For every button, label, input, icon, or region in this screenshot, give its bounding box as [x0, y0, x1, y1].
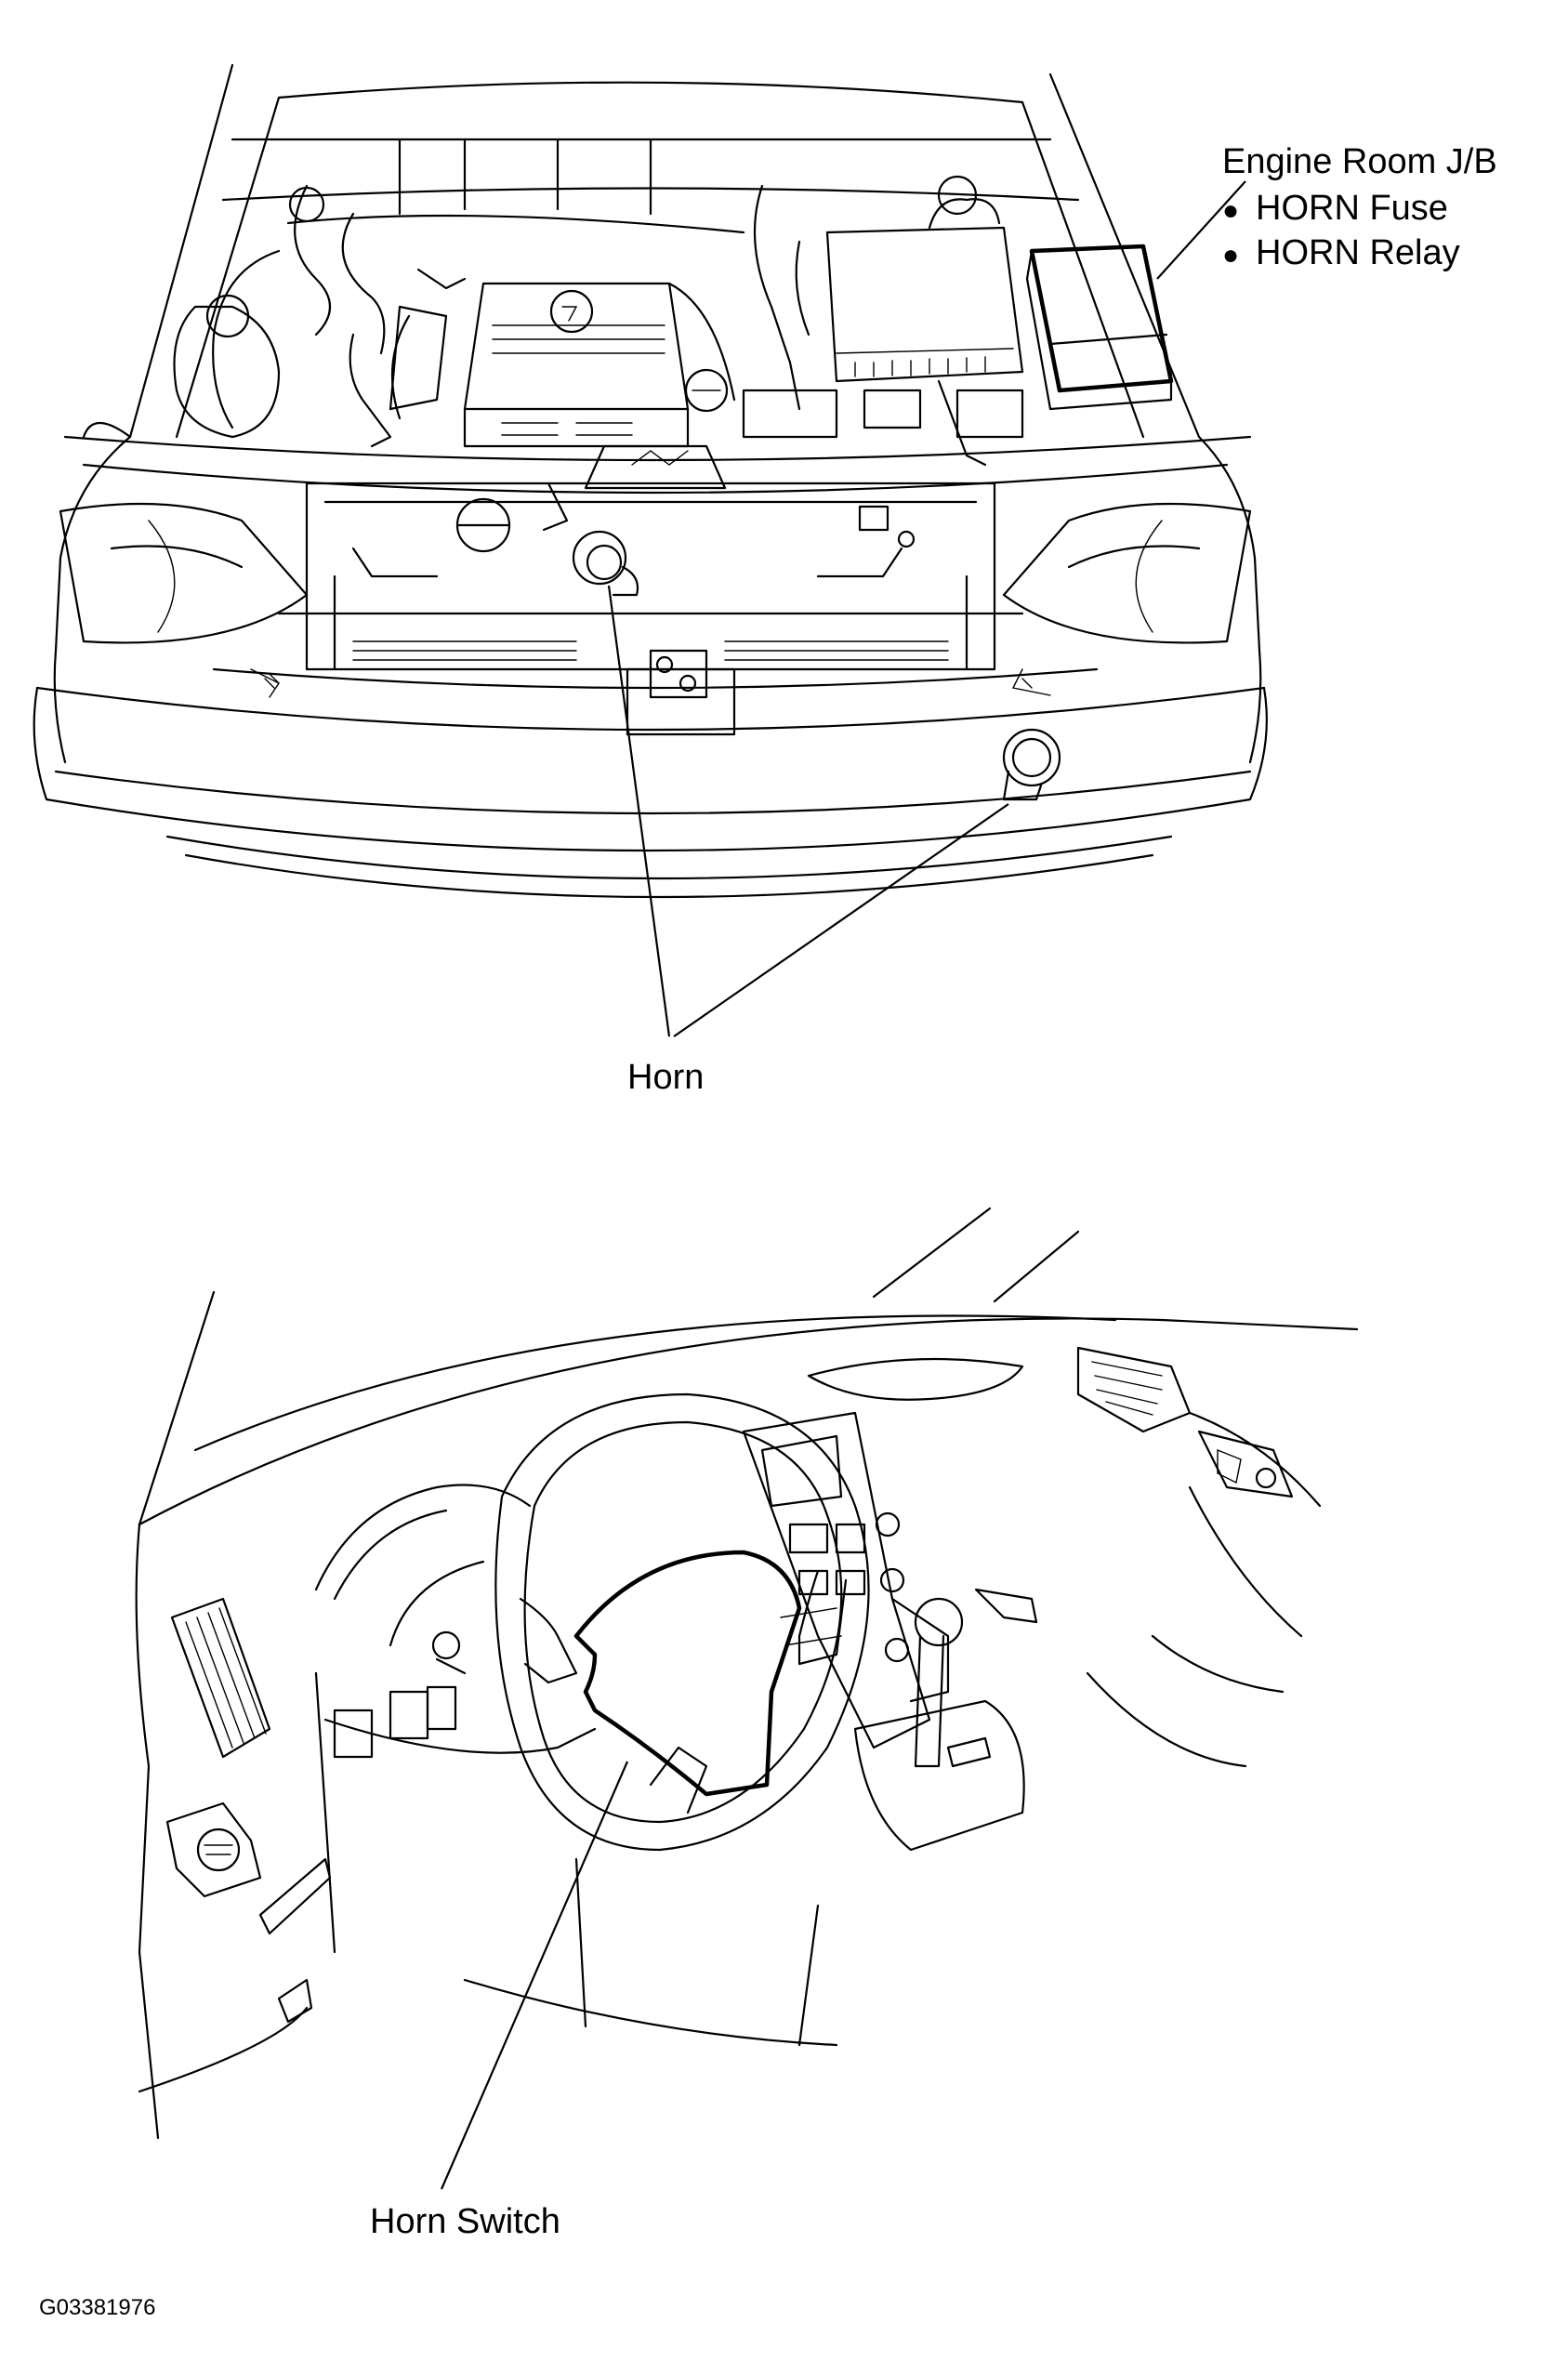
horn-leader-line-left — [607, 585, 671, 1037]
horn-left-shape — [572, 530, 639, 597]
horn-relay-label: HORN Relay — [1222, 232, 1460, 275]
dashboard-drawing — [135, 1207, 1359, 2140]
horn-leader-line-right — [673, 803, 1009, 1037]
horn-label: Horn — [627, 1058, 705, 1097]
horn-fuse-label: HORN Fuse — [1222, 188, 1448, 231]
horn-switch-leader-line — [440, 1761, 629, 2190]
horn-switch-label: Horn Switch — [370, 2202, 560, 2241]
engine-room-jb-label: Engine Room J/B — [1222, 142, 1497, 181]
horn-pad-shape — [573, 1550, 802, 1797]
horn-right-shape — [1002, 728, 1061, 801]
steering-wheel-shape — [494, 1392, 870, 1852]
engine-compartment-drawing — [33, 63, 1268, 899]
figure-id: G03381976 — [39, 2295, 156, 2320]
